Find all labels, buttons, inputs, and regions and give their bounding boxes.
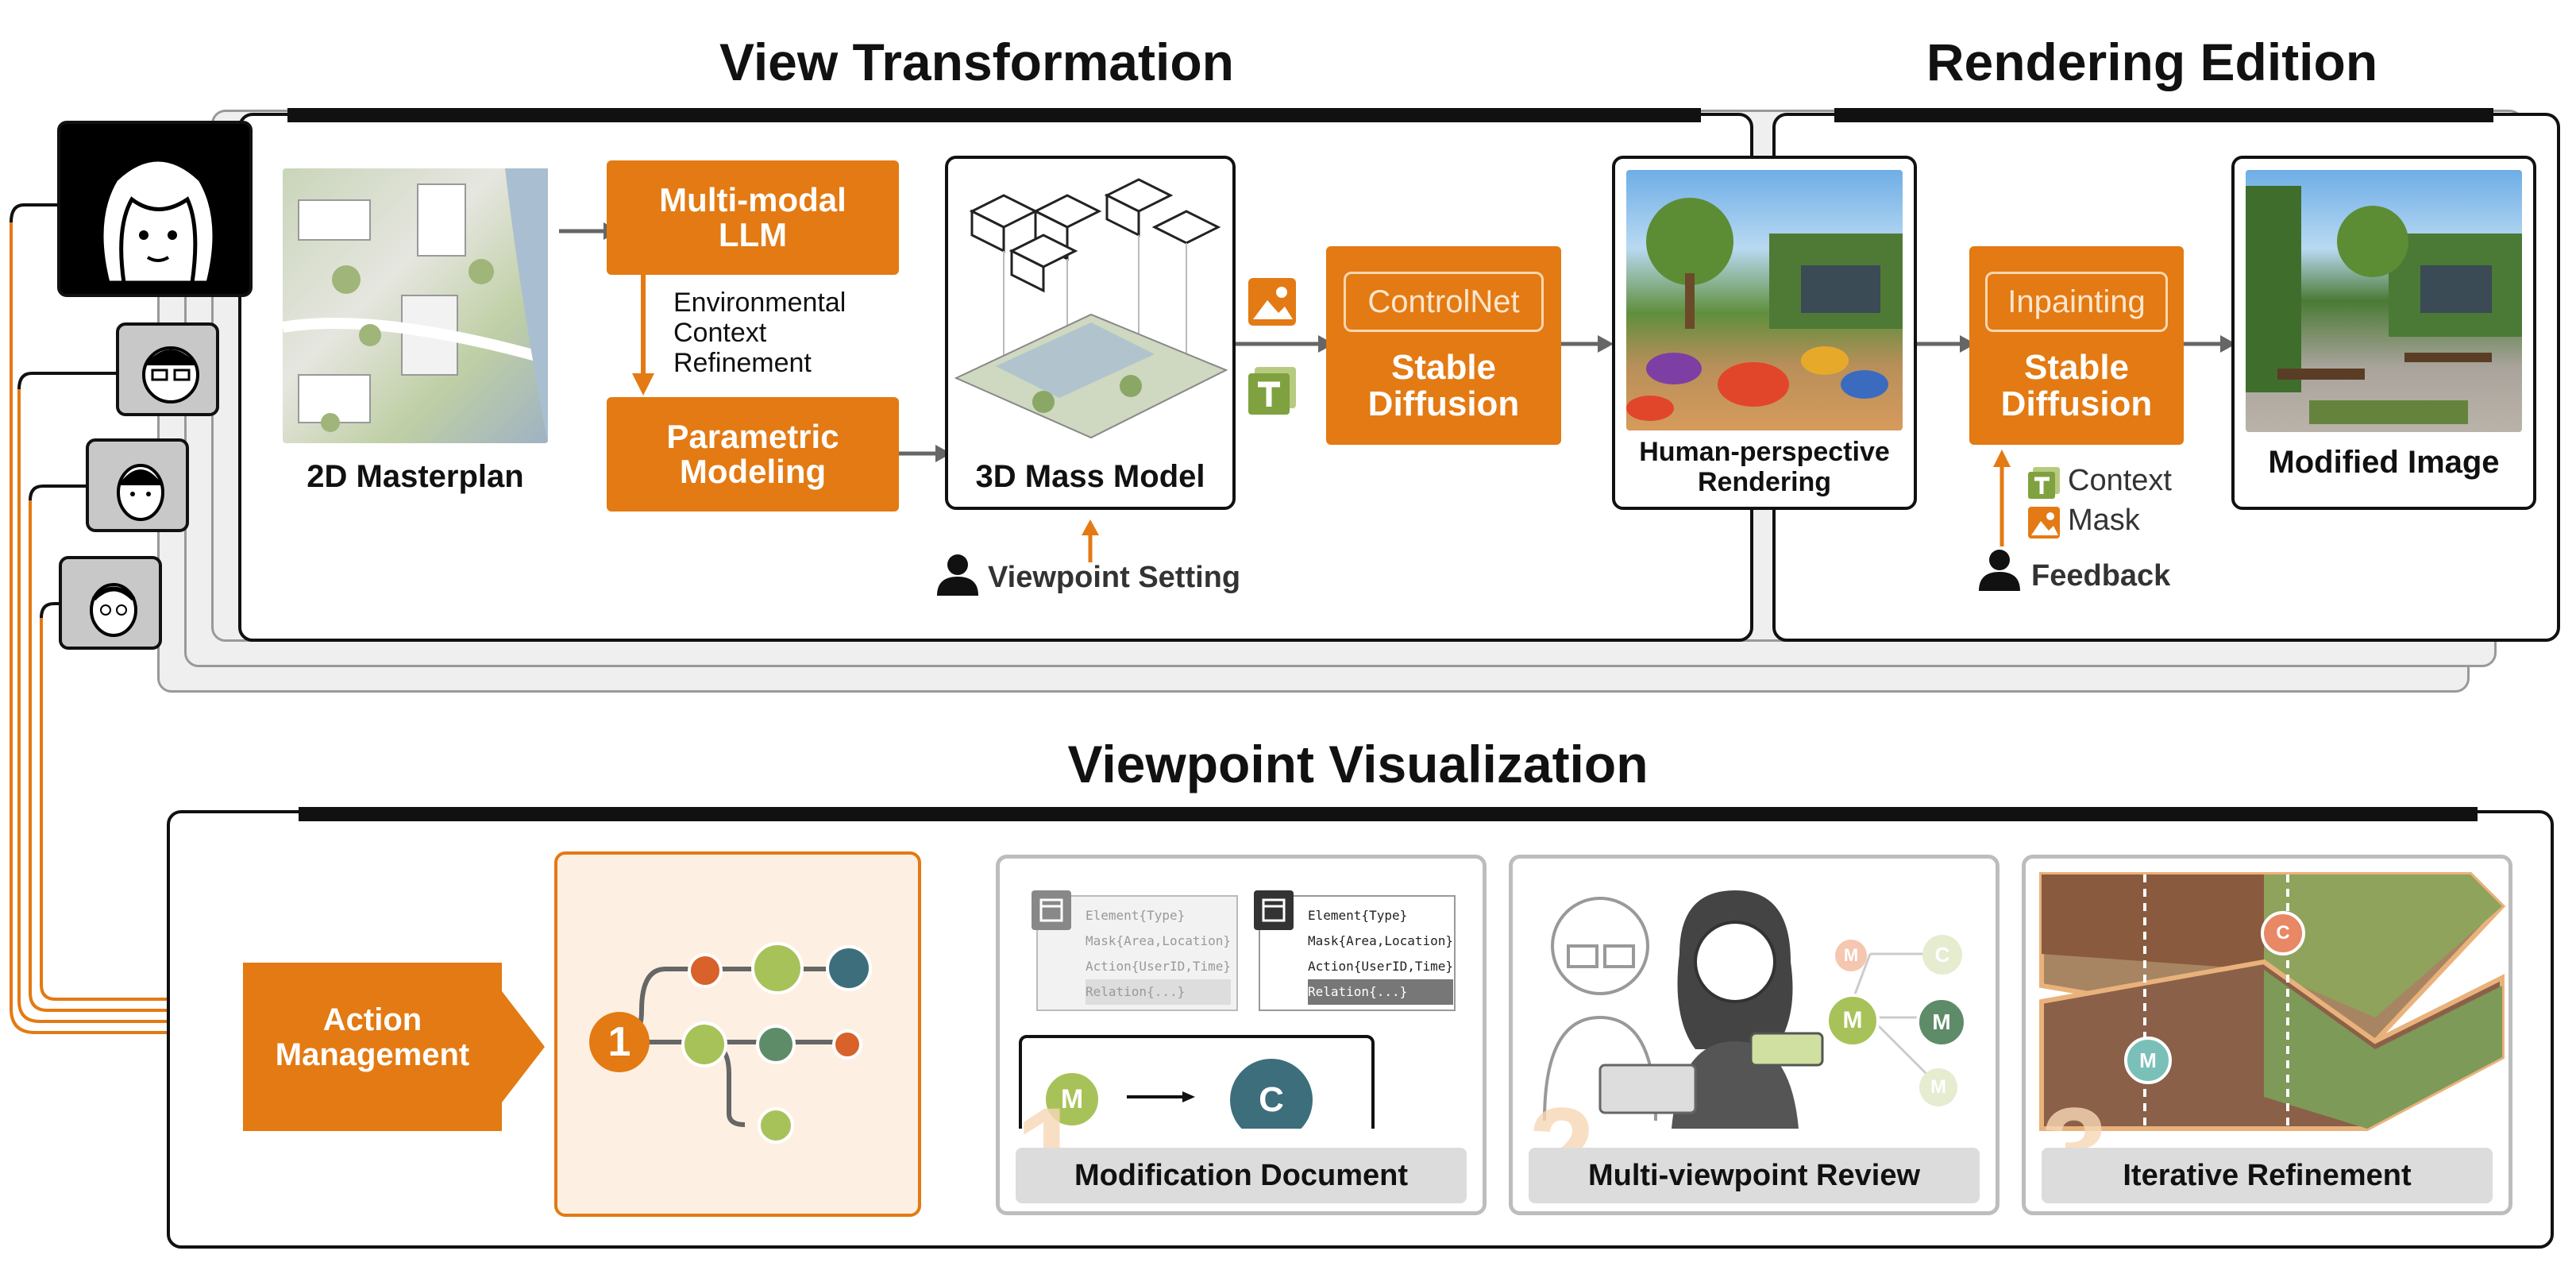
refinement-node-m: M bbox=[2124, 1037, 2172, 1084]
tree-node-green-1 bbox=[751, 942, 804, 994]
refinement-node-c: C bbox=[2261, 911, 2305, 956]
feedback-label: Feedback bbox=[2031, 559, 2171, 593]
calendar-icon-right bbox=[1254, 890, 1294, 930]
doc-node-m: M bbox=[1043, 1070, 1101, 1129]
arrow-feedback bbox=[1993, 450, 2011, 546]
arrow-sd1-rendering bbox=[1561, 335, 1614, 353]
mass-model-label: 3D Mass Model bbox=[975, 459, 1205, 494]
avatar-user-4 bbox=[59, 556, 162, 650]
inpainting-tag: Inpainting bbox=[1985, 272, 2168, 332]
review-node-m-dark: M bbox=[1916, 997, 1967, 1048]
view-transformation-bar bbox=[287, 108, 1701, 122]
viewpoint-visualization-bar bbox=[299, 807, 2478, 821]
avatar-user-2 bbox=[116, 322, 219, 416]
man-glasses-face-icon bbox=[142, 346, 199, 403]
mass-model-frame bbox=[945, 156, 1236, 510]
tree-node-green-3 bbox=[758, 1107, 794, 1144]
elder-face-icon bbox=[90, 583, 137, 637]
context-label: Context bbox=[2068, 464, 2172, 497]
arrow-parametric-mass bbox=[899, 445, 951, 462]
avatar-main-user bbox=[57, 121, 253, 297]
review-node-m-light: M bbox=[1919, 1068, 1957, 1106]
doc-arrow bbox=[1127, 1091, 1195, 1102]
card-1-caption: Modification Document bbox=[1016, 1148, 1467, 1203]
modification-document-card: Element{Type} Mask{Area,Location} Action… bbox=[996, 855, 1487, 1215]
mask-label: Mask bbox=[2068, 504, 2140, 537]
review-node-c-faded: C bbox=[1922, 935, 1962, 975]
context-text-icon bbox=[2028, 467, 2060, 499]
tree-step-1-node: 1 bbox=[589, 1012, 650, 1072]
modified-image-label: Modified Image bbox=[2268, 445, 2500, 480]
arrow-rendering-sd2 bbox=[1917, 335, 1976, 353]
viewpoint-setting-label: Viewpoint Setting bbox=[988, 561, 1241, 594]
human-rendering-image bbox=[1626, 170, 1903, 430]
iterative-refinement-card: C M 3 Iterative Refinement bbox=[2022, 855, 2512, 1215]
tree-node-dkgreen-1 bbox=[756, 1025, 796, 1064]
card-2-caption: Multi-viewpoint Review bbox=[1529, 1148, 1980, 1203]
action-management-shape bbox=[243, 963, 545, 1131]
card-3-caption: Iterative Refinement bbox=[2042, 1148, 2493, 1203]
env-refinement-label: Environmental Context Refinement bbox=[673, 288, 846, 378]
human-rendering-frame: Human-perspective Rendering bbox=[1612, 156, 1917, 510]
doc-fields-left: Element{Type} Mask{Area,Location} Action… bbox=[1086, 903, 1232, 1005]
tree-node-teal-1 bbox=[826, 945, 872, 991]
refinement-views-illustration bbox=[2039, 872, 2506, 1131]
arrow-sd2-modified bbox=[2184, 335, 2236, 353]
feedback-person-icon bbox=[1979, 550, 2020, 591]
person-icon bbox=[937, 554, 978, 596]
doc-fields-right: Element{Type} Mask{Area,Location} Action… bbox=[1308, 903, 1454, 1005]
tree-node-red-2 bbox=[832, 1029, 862, 1060]
arrow-llm-parametric bbox=[632, 275, 654, 396]
rendering-edition-bar bbox=[1834, 108, 2493, 122]
arrow-mass-sd1 bbox=[1236, 335, 1334, 353]
action-management-label: Action Management bbox=[275, 1002, 470, 1072]
viewpoint-visualization-title: Viewpoint Visualization bbox=[1067, 735, 1649, 793]
masterplan-image bbox=[281, 168, 550, 443]
human-rendering-label: Human-perspective Rendering bbox=[1639, 437, 1890, 497]
mass-model-illustration bbox=[954, 178, 1228, 439]
masterplan-label: 2D Masterplan bbox=[307, 459, 524, 494]
arrow-viewpoint-setting bbox=[1082, 519, 1099, 562]
review-node-m: M bbox=[1826, 994, 1880, 1048]
multi-viewpoint-review-card: M C M M M 2 Multi-viewpoint Review bbox=[1509, 855, 1999, 1215]
modified-image bbox=[2246, 170, 2522, 432]
controlnet-tag: ControlNet bbox=[1344, 272, 1544, 332]
avatar-user-3 bbox=[86, 438, 189, 532]
tree-node-green-2 bbox=[681, 1021, 727, 1067]
text-icon bbox=[1248, 367, 1296, 415]
image-icon bbox=[1248, 278, 1296, 326]
review-node-m-faded: M bbox=[1835, 940, 1867, 971]
doc-card-left: Element{Type} Mask{Area,Location} Action… bbox=[1036, 895, 1238, 1011]
tree-node-red-1 bbox=[688, 953, 723, 988]
man-face-icon bbox=[117, 464, 164, 521]
view-transformation-title: View Transformation bbox=[719, 33, 1234, 91]
woman-face-icon bbox=[99, 157, 217, 285]
mask-image-icon bbox=[2028, 507, 2060, 539]
calendar-icon-left bbox=[1032, 890, 1071, 930]
modified-image-frame: Modified Image bbox=[2231, 156, 2536, 510]
rendering-edition-title: Rendering Edition bbox=[1926, 33, 2378, 91]
